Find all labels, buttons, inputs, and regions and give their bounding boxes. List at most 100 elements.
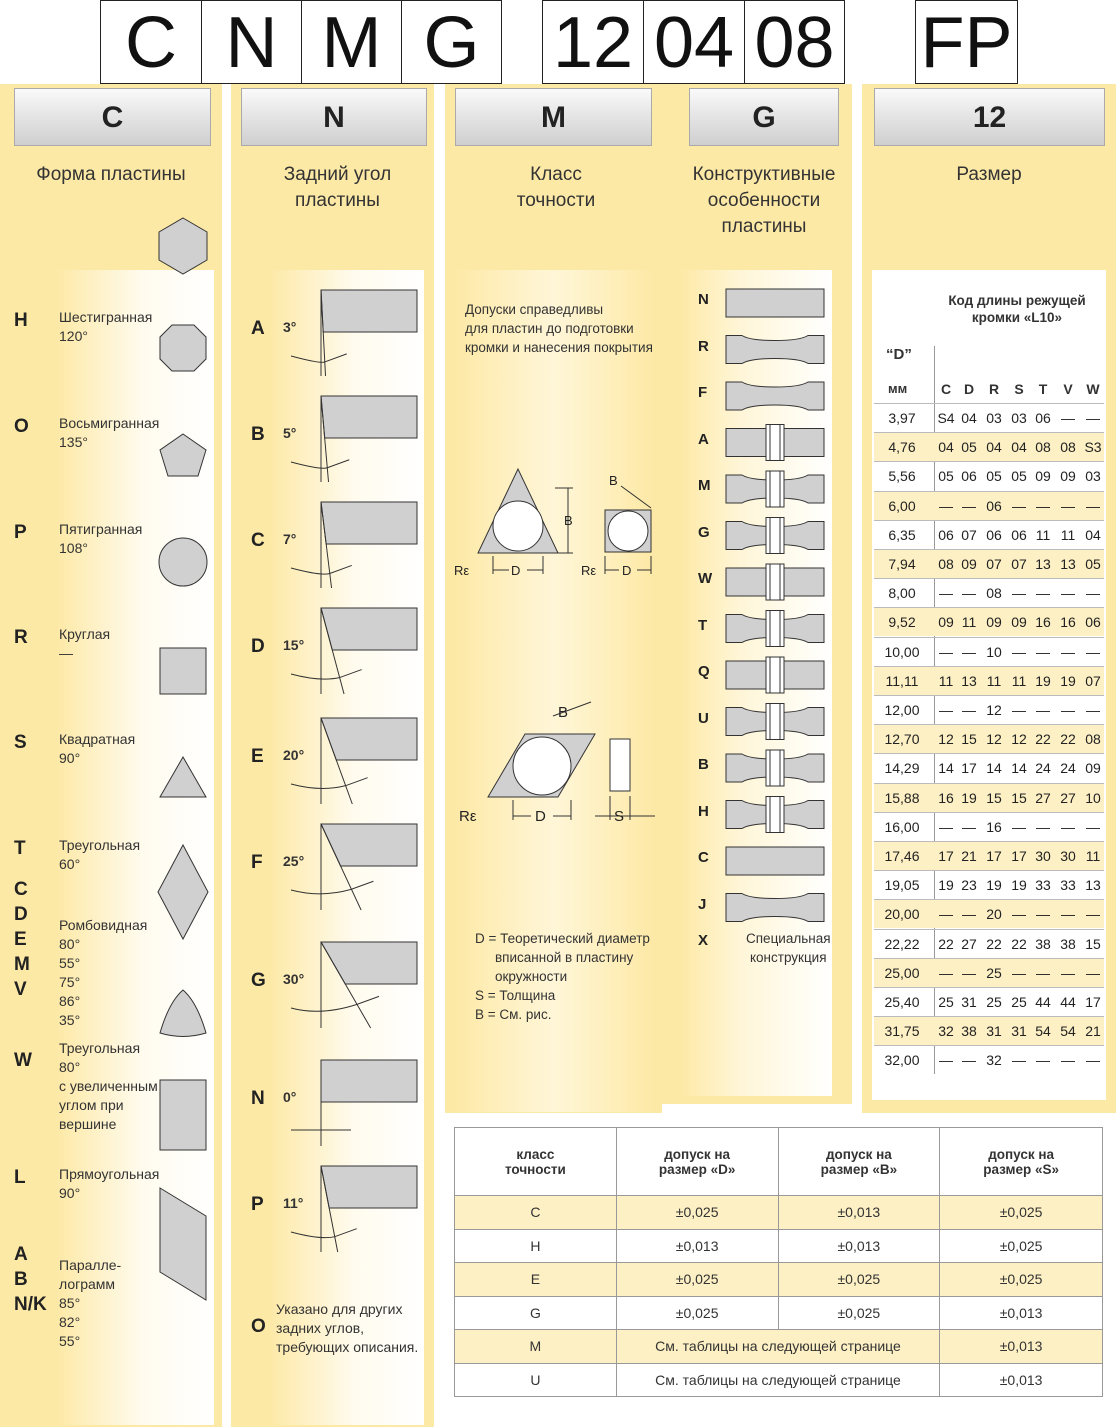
size-cell: 17 — [938, 848, 954, 864]
relief-code-0: A — [251, 318, 265, 339]
size-cell: — — [1086, 410, 1100, 426]
size-cell: 15 — [1085, 935, 1101, 952]
size-cell: — — [1061, 906, 1075, 923]
code-box-3: M — [301, 0, 402, 84]
design-code-3: A — [698, 430, 709, 448]
size-cell: 08 — [1085, 731, 1101, 748]
size-row: 8,00——08———— — [874, 578, 1104, 607]
size-cell: 13 — [1060, 556, 1076, 572]
relief-code-3: D — [251, 636, 265, 657]
size-cell: 12 — [938, 731, 954, 748]
size-cell: 38 — [961, 1023, 977, 1040]
code-box-6: 04 — [643, 0, 745, 84]
size-cell: 06 — [986, 526, 1002, 543]
size-cell: 14 — [1011, 760, 1027, 777]
svg-text:D: D — [535, 808, 546, 825]
size-cell: — — [1036, 497, 1050, 514]
size-cell: 08 — [938, 556, 954, 572]
tol-row: G±0,025±0,025±0,013 — [454, 1295, 1103, 1330]
size-cell: — — [1086, 964, 1100, 981]
design-profile-R — [725, 335, 825, 364]
size-cell: 08 — [1060, 439, 1076, 456]
shape-code-1: O — [14, 416, 29, 437]
svg-text:B: B — [564, 513, 573, 528]
size-cell: 31 — [986, 1023, 1002, 1040]
code-box-1: C — [100, 0, 202, 84]
size-cell: — — [1086, 497, 1100, 514]
relief-angle-diagram — [290, 717, 418, 805]
tol-merged: См. таблицы на следующей странице — [615, 1329, 941, 1364]
size-cell: 07 — [1085, 672, 1101, 689]
size-cell: 09 — [1011, 614, 1027, 631]
size-d-value: 7,94 — [888, 556, 916, 572]
triangle-icon — [159, 755, 207, 798]
size-d-value: 12,00 — [884, 702, 920, 718]
tolerance-column: M Класс точности Допуски справедливы для… — [445, 84, 662, 1114]
shape-code-2: P — [14, 522, 27, 543]
relief-angle-diagram — [290, 941, 418, 1029]
size-cell: — — [1086, 702, 1100, 718]
size-cell: 16 — [1060, 614, 1076, 631]
design-code-2: F — [698, 384, 708, 401]
size-cell: 07 — [961, 526, 977, 543]
size-cell: 21 — [1085, 1023, 1101, 1040]
size-colhead-R: R — [988, 381, 1000, 397]
size-cell: 22 — [986, 935, 1002, 952]
design-x-text: Специальная конструкция — [746, 931, 831, 965]
size-cell: — — [939, 1052, 953, 1069]
parallelogram-icon — [159, 1187, 207, 1301]
shape-code-8: L — [14, 1167, 26, 1188]
relief-angle-8: 11° — [283, 1195, 304, 1211]
size-d-value: 31,75 — [884, 1023, 920, 1040]
size-cell: — — [939, 643, 953, 660]
design-profile-B — [725, 749, 825, 787]
size-cell: — — [1061, 702, 1075, 718]
size-cell: 22 — [938, 935, 954, 952]
size-cell: 06 — [1085, 614, 1101, 631]
size-cell: 13 — [1035, 556, 1051, 572]
size-cell: — — [1086, 1052, 1100, 1069]
relief-code-4: E — [251, 746, 264, 767]
tol-class: M — [454, 1329, 617, 1364]
size-cell: 31 — [961, 994, 977, 1010]
size-cell: — — [1012, 964, 1026, 981]
size-table-title: Код длины режущей кромки «L10» — [948, 293, 1086, 325]
size-cell: 04 — [1011, 439, 1027, 456]
relief-other-code: O — [251, 1316, 266, 1337]
tol-b: ±0,025 — [777, 1295, 941, 1330]
size-cell: — — [1061, 818, 1075, 835]
size-d-value: 6,35 — [888, 526, 916, 543]
size-cell: — — [939, 585, 953, 602]
square-insert-figure: B D Rε — [581, 473, 652, 578]
size-cell: — — [1086, 818, 1100, 835]
size-cell: — — [1012, 1052, 1026, 1069]
size-row: 32,00——32———— — [874, 1045, 1104, 1074]
design-code-13: J — [698, 895, 707, 913]
size-row: 25,00——25———— — [874, 957, 1104, 987]
size-cell: 09 — [1035, 468, 1051, 485]
relief-code-8: P — [251, 1194, 264, 1215]
size-cell: — — [1036, 818, 1050, 835]
size-cell: — — [1086, 585, 1100, 602]
relief-title-line-2: пластины — [295, 190, 380, 211]
size-cell: — — [939, 702, 953, 718]
size-cell: — — [1061, 585, 1075, 602]
size-d-value: 15,88 — [884, 789, 920, 806]
tol-class: U — [454, 1362, 617, 1397]
size-d-value: 16,00 — [884, 818, 920, 835]
size-colhead-C: C — [940, 381, 952, 397]
tol-class: E — [454, 1262, 617, 1297]
svg-text:S: S — [614, 808, 624, 825]
size-cell: 27 — [1060, 789, 1076, 806]
size-cell: — — [962, 906, 976, 923]
relief-angle-2: 7° — [283, 531, 297, 547]
size-cell: — — [939, 497, 953, 514]
